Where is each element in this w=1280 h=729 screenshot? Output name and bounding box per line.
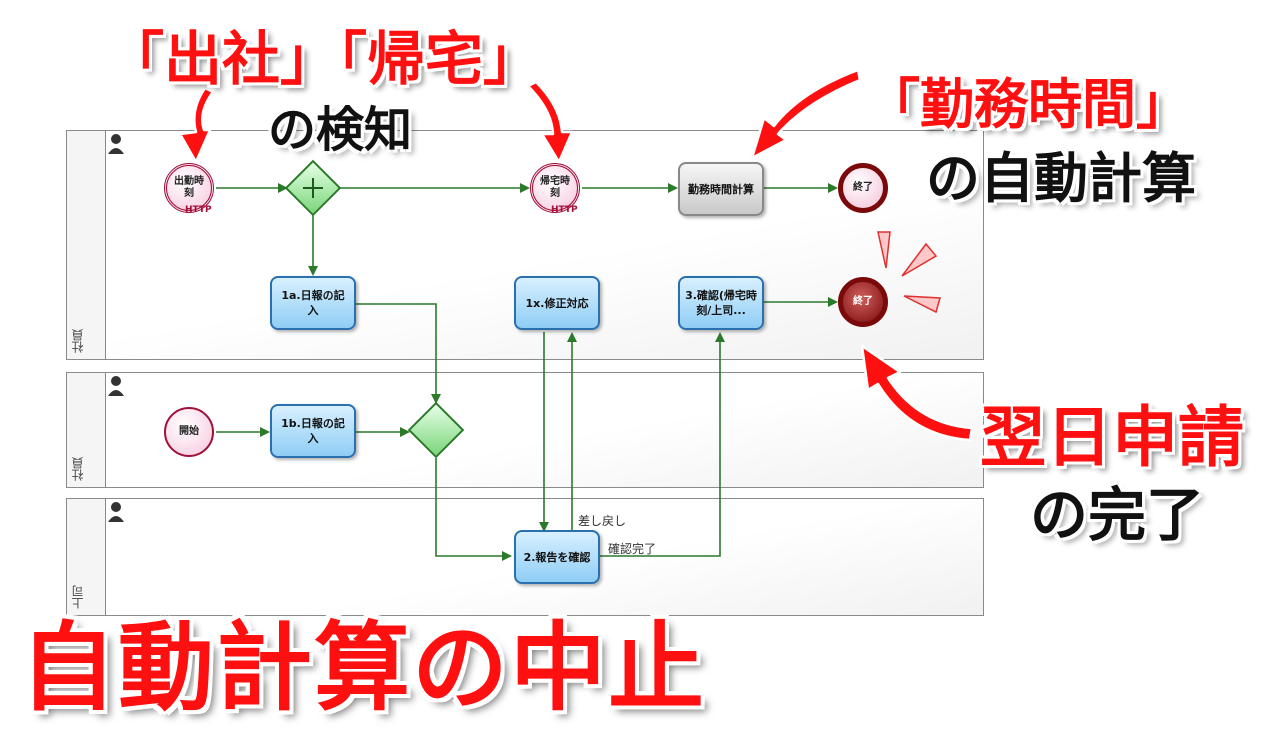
task-label: 2.報告を確認	[523, 550, 591, 564]
arrow-to-calc-task	[750, 68, 862, 160]
user-icon	[108, 376, 124, 396]
headline: 自動計算の中止	[20, 612, 706, 724]
task-3-confirm[interactable]: 3.確認(帰宅時刻/上司...	[678, 276, 764, 330]
lane-header: 社員	[67, 373, 106, 487]
end-event-middle[interactable]: 終了	[838, 277, 888, 327]
clock-out-label: 帰宅時刻	[540, 176, 570, 199]
flow-2-to-3	[600, 332, 725, 557]
clock-in-label: 出勤時刻	[174, 176, 204, 199]
flow-label-send-back: 差し戻し	[578, 514, 627, 528]
user-icon	[108, 502, 124, 522]
http-tag: HTTP	[551, 205, 578, 215]
clock-out-event[interactable]: 帰宅時刻	[530, 163, 580, 213]
task-label: 1b.日報の記入	[281, 417, 345, 445]
start-event[interactable]: 開始	[164, 407, 214, 457]
task-1b-daily-report[interactable]: 1b.日報の記入	[270, 404, 356, 458]
callout-detect-title: 「出社」「帰宅」	[106, 25, 542, 93]
flow-1a-to-gateway	[356, 303, 441, 404]
arrow-down-right	[526, 80, 574, 164]
flow-label-confirmed: 確認完了	[608, 542, 657, 556]
callout-detect-sub: の検知	[268, 102, 413, 158]
lane-header: 社員	[67, 131, 106, 359]
end-event-top[interactable]: 終了	[838, 163, 888, 213]
task-label: 勤務時間計算	[688, 182, 754, 196]
end-label: 終了	[853, 182, 873, 193]
start-label: 開始	[179, 426, 199, 437]
callout-calc-sub: の自動計算	[926, 147, 1196, 210]
task-work-hours-calc[interactable]: 勤務時間計算	[678, 162, 764, 216]
http-tag: HTTP	[185, 205, 212, 215]
flow-gateway-to-2	[435, 458, 512, 561]
lane-header: 上司	[67, 499, 106, 615]
task-label: 1a.日報の記入	[281, 289, 345, 317]
task-1a-daily-report[interactable]: 1a.日報の記入	[270, 276, 356, 330]
task-2-check-report[interactable]: 2.報告を確認	[514, 530, 600, 584]
clock-in-event[interactable]: 出勤時刻	[164, 163, 214, 213]
swimlane-employee-2: 社員	[66, 372, 984, 488]
arrow-to-end-event	[860, 344, 974, 442]
callout-next-day-sub: の完了	[1030, 481, 1205, 549]
task-1x-fix[interactable]: 1x.修正対応	[514, 276, 600, 330]
user-icon	[108, 134, 124, 154]
callout-calc-title: 「勤務時間」	[866, 73, 1190, 136]
task-label: 3.確認(帰宅時刻/上司...	[685, 289, 757, 317]
task-label: 1x.修正対応	[525, 296, 589, 310]
end-label: 終了	[853, 296, 873, 307]
arrow-down-left	[178, 86, 215, 164]
callout-next-day-title: 翌日申請	[980, 399, 1244, 476]
